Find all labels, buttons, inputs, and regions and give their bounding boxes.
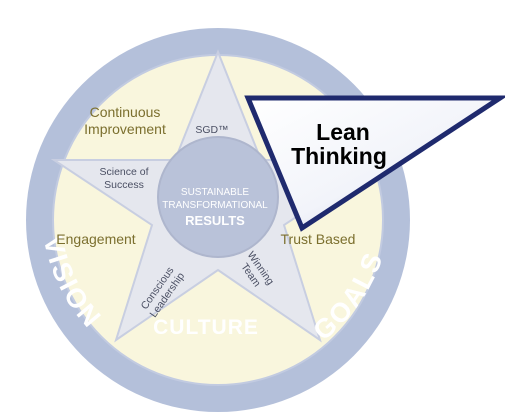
star-label-science-of: Science of [99, 166, 148, 178]
callout-label-lean: Lean [316, 119, 370, 145]
petal-label-improvement: Improvement [84, 121, 166, 137]
petal-label-engagement: Engagement [56, 231, 136, 247]
star-label-success: Success [104, 179, 144, 191]
callout-triangle [244, 95, 505, 232]
center-label-sustainable: SUSTAINABLE [181, 187, 249, 198]
center-label-transformational: TRANSFORMATIONAL [162, 200, 268, 211]
star-label-sgd: SGD™ [195, 124, 228, 136]
center-label-results: RESULTS [185, 213, 245, 228]
petal-label-culture: CULTURE [153, 316, 259, 339]
lean-thinking-callout: Lean Thinking [244, 95, 505, 232]
callout-label-thinking: Thinking [291, 143, 387, 169]
center-hub [157, 136, 279, 258]
petal-label-trust-based: Trust Based [281, 231, 356, 247]
petal-label-continuous: Continuous [90, 104, 161, 120]
